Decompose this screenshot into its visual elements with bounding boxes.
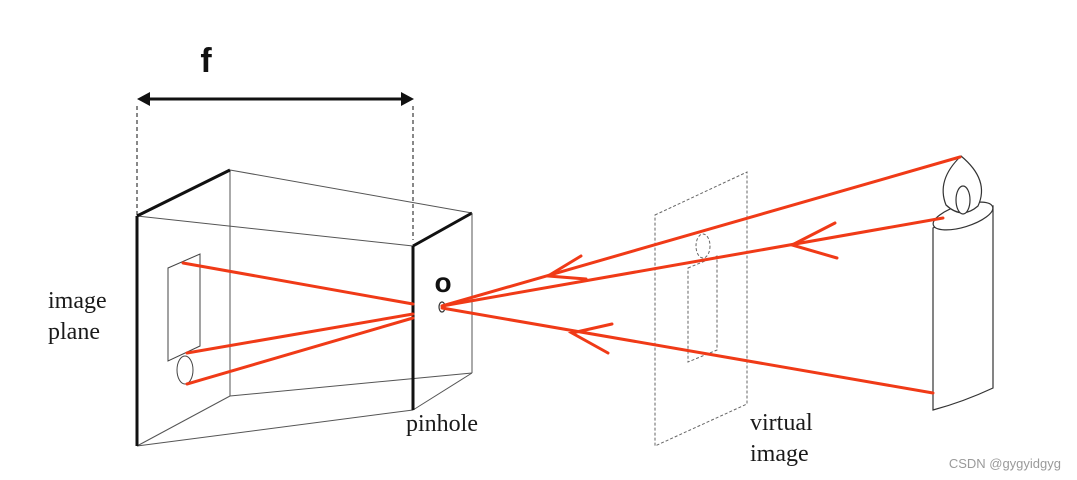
pinhole-label: pinhole [406, 411, 478, 437]
focal-length-label: f [200, 42, 212, 80]
camera-edge-top-back [229, 169, 473, 214]
ray-top-object [440, 155, 962, 308]
virtual-flame [695, 233, 711, 259]
ray-bottom-object [440, 306, 935, 395]
light-rays [181, 155, 962, 395]
ray-arrowhead-1 [543, 254, 588, 281]
optical-center-label: o [434, 267, 451, 298]
virtual-image-label-line2: image [750, 441, 809, 467]
camera-box [135, 168, 473, 447]
camera-edge-bottom-front [136, 409, 414, 447]
camera-edge-right-bottom [412, 372, 473, 411]
ray-arrowhead-3 [567, 322, 614, 355]
image-plane-top-edge [136, 168, 231, 218]
image-plane-label-line2: plane [48, 319, 100, 345]
virtual-image-plane [654, 171, 748, 447]
candle-icon [932, 155, 994, 411]
inverted-image-frame [167, 253, 201, 362]
focal-length-dimension: f [136, 42, 414, 240]
camera-edge-bottom-back [229, 372, 473, 397]
virtual-candle-body [687, 255, 718, 363]
ray-bottom-image [185, 316, 415, 386]
candle-flame-inner [955, 185, 971, 215]
focal-length-arrowhead-right [401, 92, 414, 106]
camera-edge-top-inner [136, 215, 414, 247]
candle-body [932, 205, 994, 411]
virtual-image-label-line1: virtual [750, 410, 813, 436]
image-plane-label-line1: image [48, 288, 107, 314]
watermark: CSDN @gygyidgyg [949, 456, 1061, 471]
focal-length-arrowhead-left [137, 92, 150, 106]
ray-middle-image [185, 312, 415, 355]
inverted-image [167, 253, 201, 385]
pinhole-plane-top-edge [412, 211, 473, 248]
camera-edge-bottom-diag [136, 395, 231, 447]
ray-top-image [181, 261, 415, 306]
inverted-flame [176, 355, 194, 385]
virtual-image-frame [654, 171, 748, 447]
ray-arrowhead-2 [787, 221, 839, 260]
ray-middle-object [440, 216, 945, 308]
